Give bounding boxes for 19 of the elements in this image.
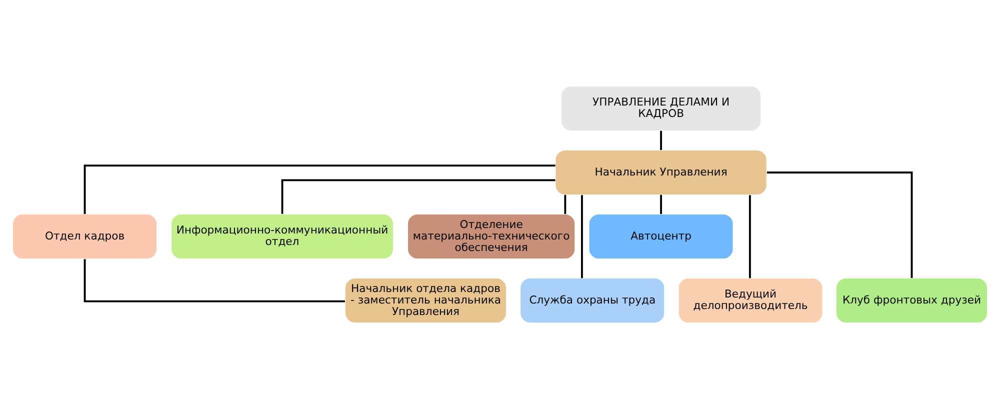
connector [767, 172, 913, 278]
connector [660, 130, 662, 150]
node-box: Отделение материально-технического обеспечения [407, 214, 576, 260]
node-box: УПРАВЛЕНИЕ ДЕЛАМИ И КАДРОВ [560, 86, 762, 132]
connector [281, 179, 556, 214]
connector [581, 195, 583, 278]
node-box: Информационно-коммуникационный отдел [170, 214, 394, 260]
node-box: Отдел кадров [12, 214, 158, 260]
node-box: Ведущий делопроизводитель [678, 278, 824, 324]
node-box: Клуб фронтовых друзей [836, 278, 988, 324]
connector [84, 164, 556, 214]
connector [564, 194, 566, 214]
node-box: Начальник отдела кадров - заместитель начальника Управления [344, 278, 507, 324]
connector [84, 259, 345, 302]
node-box: Служба охраны труда [520, 278, 665, 324]
node-box: Автоцентр [588, 214, 734, 260]
connector [660, 194, 662, 214]
node-box: Начальник Управления [554, 150, 768, 196]
connector [748, 195, 751, 278]
